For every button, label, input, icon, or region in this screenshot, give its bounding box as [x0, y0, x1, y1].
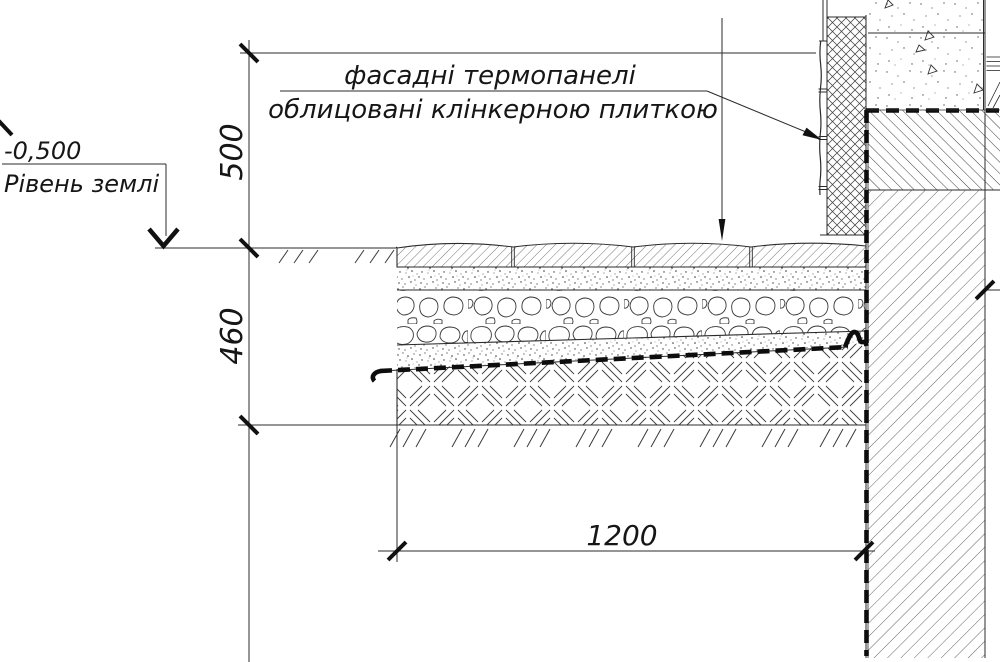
compacted-backfill	[396, 341, 866, 425]
leader-arrow-paving	[718, 219, 726, 241]
underground-hatch	[389, 428, 857, 448]
membrane-end-hook	[370, 368, 382, 383]
foundation-wall-upper-block	[868, 110, 1000, 191]
dim-500-label: 500	[215, 123, 250, 180]
ground-level-mark: -0,500 Рівень землі	[2, 137, 180, 250]
level-arrow	[147, 227, 180, 250]
leader-arrow-insulation	[802, 127, 822, 140]
extension-lines	[155, 40, 1000, 662]
dimension-labels: 500 460 1200	[215, 123, 658, 552]
foundation-wall	[867, 0, 986, 658]
right-edge-detail	[986, 56, 1000, 109]
dim-460-label: 460	[215, 307, 250, 364]
sand-leveling	[397, 331, 866, 369]
dimension-ticks	[0, 42, 996, 562]
annotation-callout: фасадні термопанелі облицовані клінкерно…	[268, 18, 822, 241]
level-name-label: Рівень землі	[4, 170, 159, 198]
ground-surface-hatch	[278, 249, 395, 264]
annotation-line-1: фасадні термопанелі	[344, 61, 637, 91]
slab-joints	[511, 246, 753, 267]
sand-bedding	[397, 267, 866, 291]
insulation-panel	[820, 0, 867, 658]
dim-1200-label: 1200	[586, 519, 657, 552]
clinker-tile-facing	[818, 40, 827, 196]
paving-slabs	[396, 242, 867, 268]
concrete-triangle-icons	[884, 0, 984, 94]
waterproofing-membrane	[370, 108, 1000, 656]
leader-insulation	[706, 90, 807, 133]
annotation-line-2: облицовані клінкерною плиткою	[268, 95, 718, 125]
level-value-label: -0,500	[4, 137, 81, 165]
concrete-base	[868, 0, 985, 110]
